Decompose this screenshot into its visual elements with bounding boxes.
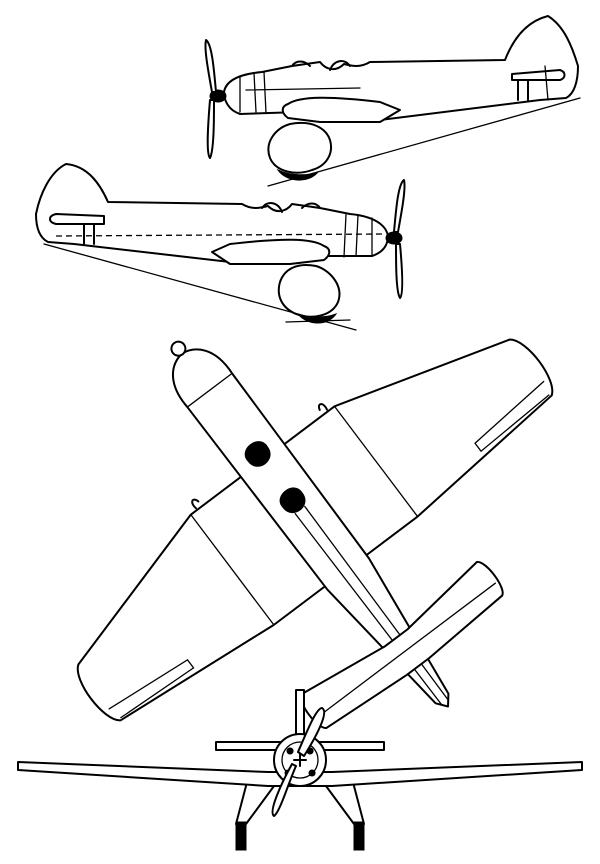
side-view-left <box>35 163 406 331</box>
side1-tail-strut <box>517 79 529 101</box>
side2-cowl-lines <box>343 213 373 258</box>
top-wing-panel-left <box>190 514 275 626</box>
top-view <box>76 338 554 729</box>
side1-tailplane <box>511 69 566 81</box>
front-gear-left <box>235 785 275 825</box>
front-cowling-inner <box>281 741 319 779</box>
front-gear-right <box>325 785 365 825</box>
side2-canopy-cuts <box>261 202 321 213</box>
top-cockpit-front <box>244 441 271 467</box>
side-view-right <box>204 15 581 187</box>
front-view <box>17 689 583 851</box>
side1-ground-line <box>267 97 581 187</box>
side2-ground-stub <box>285 319 351 323</box>
top-fuselage <box>172 348 450 708</box>
side1-wheel-spat <box>267 122 332 174</box>
side1-canopy-cuts <box>291 60 351 71</box>
side2-tailplane <box>49 213 105 225</box>
top-aerial-right <box>318 403 328 411</box>
side2-fuselage <box>35 163 389 263</box>
top-cowl-line <box>186 372 233 408</box>
side1-propeller <box>204 39 217 159</box>
top-wing-panel-right <box>333 405 419 518</box>
top-spine-line <box>294 505 449 705</box>
side2-spinner <box>385 231 403 245</box>
top-aerial-left <box>191 498 200 510</box>
side1-rudder-hinge <box>544 65 549 101</box>
front-hub-cross <box>293 753 307 767</box>
top-elevator-hinge <box>315 582 496 719</box>
front-propeller <box>271 707 325 817</box>
front-wheel-left <box>235 821 247 851</box>
top-aileron-left <box>108 659 195 719</box>
side2-tail-strut <box>83 223 95 245</box>
side1-wing <box>281 96 401 123</box>
side2-wheel-spat <box>277 264 341 318</box>
top-cockpit-rear <box>279 487 306 514</box>
top-aileron-right <box>474 380 550 453</box>
top-tailplane <box>299 561 504 729</box>
side2-fuselage-dash <box>55 233 387 237</box>
side2-ground-line <box>43 243 357 331</box>
side1-cowl-lines <box>239 71 361 114</box>
top-spinner <box>170 340 187 357</box>
front-wheel-right <box>353 821 365 851</box>
side1-fuselage <box>223 15 579 121</box>
side2-wing <box>211 238 331 265</box>
side2-propeller <box>393 179 406 299</box>
